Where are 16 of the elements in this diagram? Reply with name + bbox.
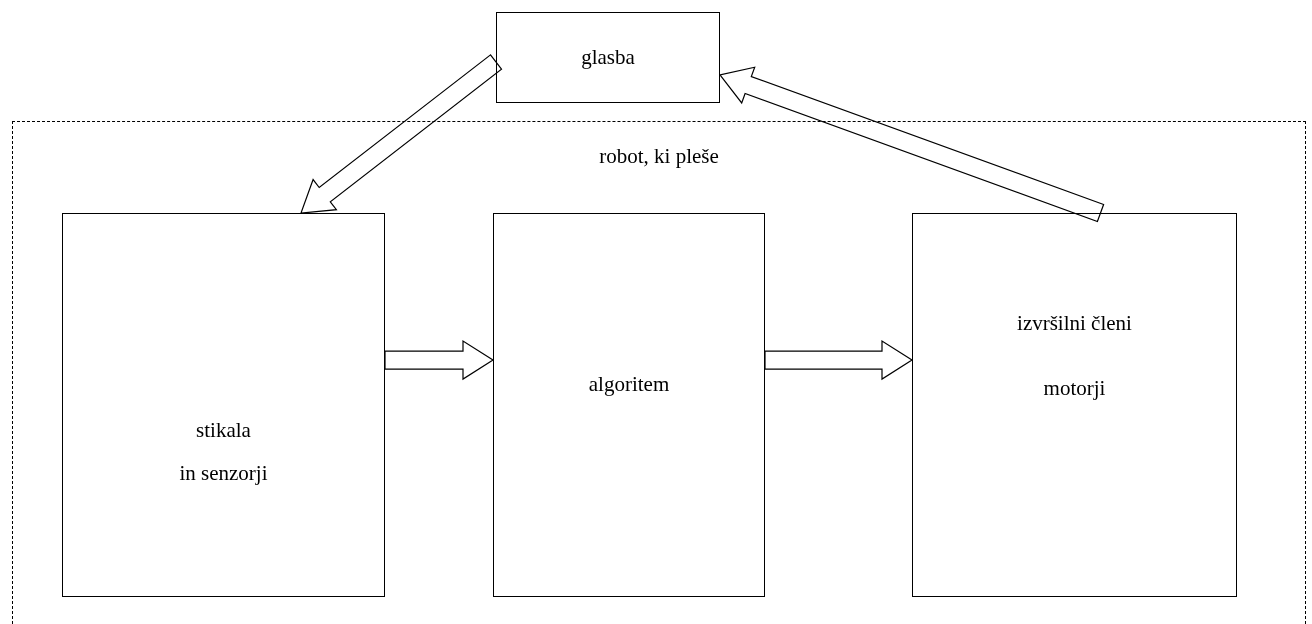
box-label: stikala: [196, 418, 251, 444]
block-box: [493, 213, 765, 597]
group-title: robot, ki pleše: [599, 144, 719, 170]
box-label: glasba: [581, 44, 635, 71]
block-box: [62, 213, 385, 597]
box-label: izvršilni členi: [1017, 311, 1132, 337]
box-label: algoritem: [588, 372, 670, 398]
block-arrow: [300, 54, 503, 214]
block-box: [496, 12, 720, 103]
dashed-group-frame: [12, 121, 1306, 624]
box-label: in senzorji: [179, 461, 268, 487]
block-arrow: [764, 340, 914, 381]
block-box: [912, 213, 1237, 597]
box-label: motorji: [1043, 376, 1106, 402]
block-arrow: [718, 66, 1105, 223]
block-arrow: [384, 340, 495, 381]
